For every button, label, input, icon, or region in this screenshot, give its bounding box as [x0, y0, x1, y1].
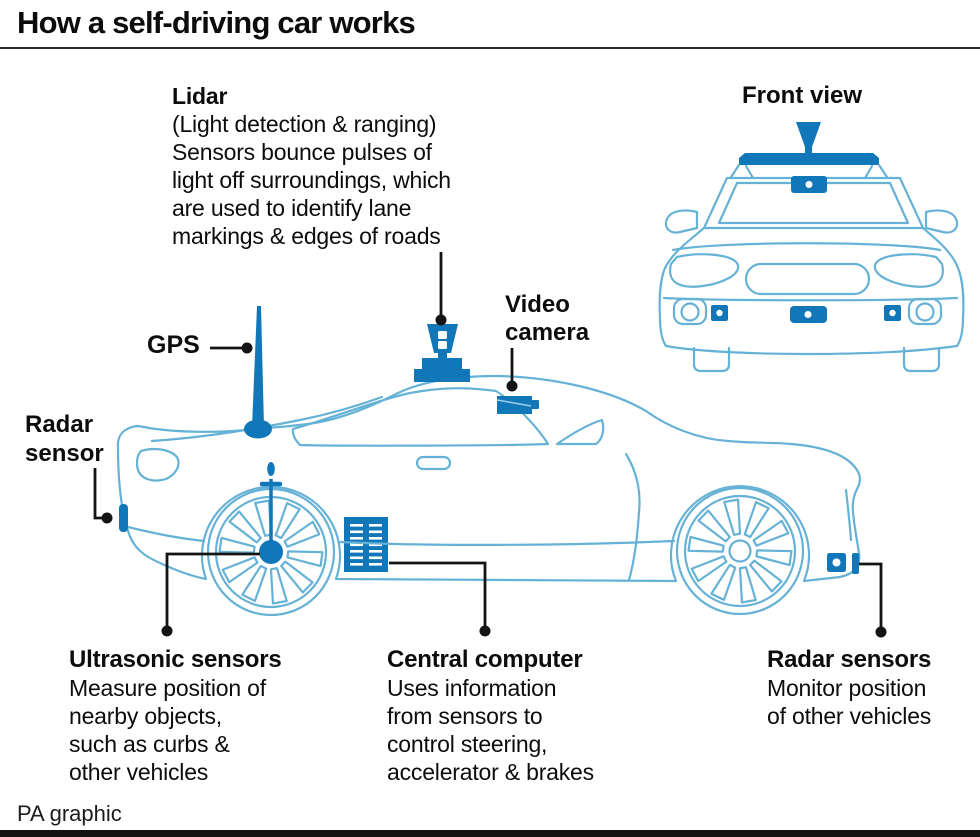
central-computer-line: control steering, [387, 731, 548, 757]
radar-rear-leader-line [859, 562, 883, 627]
front-lidar-cone-icon [796, 122, 821, 154]
radar-sensors-line: Monitor position [767, 675, 927, 701]
gps-label: GPS [147, 331, 200, 359]
front-left-headlight [669, 253, 740, 288]
radar-sensor-label-line: Radar [25, 411, 94, 438]
lidar-unit-icon [414, 324, 470, 382]
quarter-window-outline [555, 418, 605, 446]
ultrasonic-leader-dot [161, 625, 173, 637]
ultrasonic-sensors-line: such as curbs & [69, 731, 230, 757]
video-camera-icon [496, 396, 539, 414]
front-left-fog-housing [672, 297, 708, 326]
video-camera-leader-dot [506, 380, 518, 392]
radar-front-leader-line [93, 468, 102, 520]
door-cut-line [624, 452, 641, 582]
central-computer-leader-line [389, 561, 487, 626]
central-computer-leader-dot [479, 625, 491, 637]
leader-lines [93, 252, 887, 638]
video-camera-label-line: camera [505, 319, 590, 346]
front-right-fog-housing [907, 297, 943, 326]
radar-sensor-front-icon [119, 504, 128, 532]
radar-sensor-label: Radar sensor [25, 410, 104, 468]
page-title: How a self-driving car works [17, 5, 416, 40]
front-left-fog-light [680, 302, 700, 322]
radar-rear-leader-dot [875, 626, 887, 638]
lidar-label-line: markings & edges of roads [172, 223, 441, 249]
lower-body-line [126, 525, 676, 546]
lidar-label-line: (Light detection & ranging) [172, 111, 437, 137]
hood-crease-line [150, 395, 384, 443]
side-view-car-drawing [116, 306, 862, 617]
radar-sensors-line: of other vehicles [767, 703, 932, 729]
car-body-outline [116, 374, 862, 583]
radar-sensor-label-line: sensor [25, 440, 104, 467]
lidar-label-line: are used to identify lane [172, 195, 412, 221]
door-handle [415, 455, 452, 471]
ultrasonic-sensors-line: other vehicles [69, 759, 209, 785]
lidar-label-title: Lidar [172, 83, 228, 109]
title-rule [0, 47, 980, 49]
central-computer-line: accelerator & brakes [387, 759, 594, 785]
front-wheels [692, 346, 941, 373]
ultrasonic-sensors-line: nearby objects, [69, 703, 222, 729]
front-right-headlight [873, 253, 944, 288]
front-hood-line [671, 242, 942, 252]
gps-leader-dot [241, 342, 253, 354]
ultrasonic-sensors-label: Ultrasonic sensors Measure position of n… [69, 645, 282, 786]
credit-line: PA graphic [17, 801, 122, 826]
central-computer-line: Uses information [387, 675, 557, 701]
radar-sensors-label: Radar sensors Monitor position of other … [767, 645, 931, 730]
front-windshield-sensor-icon [791, 176, 827, 193]
tail-line [844, 488, 853, 542]
ultrasonic-leader-line [165, 552, 260, 626]
front-view-car-drawing [658, 122, 965, 373]
front-window-outline [291, 387, 550, 447]
rear-wheel [675, 486, 805, 616]
front-body-sides [658, 226, 965, 348]
headlight-outline [135, 447, 180, 482]
front-left-mirror-outline [664, 209, 699, 234]
front-right-mirror-outline [924, 209, 959, 234]
video-camera-label: Video camera [505, 291, 589, 347]
ultrasonic-sensors-line: Measure position of [69, 675, 266, 701]
radar-sensors-title: Radar sensors [767, 646, 932, 673]
radar-front-leader-dot [101, 512, 113, 524]
front-grille-outline [744, 262, 871, 296]
lidar-label: Lidar (Light detection & ranging) Sensor… [172, 82, 451, 250]
ultrasonic-sensor-icon [259, 462, 283, 564]
front-bumper-sensors [711, 305, 901, 323]
video-camera-label-line: Video [505, 291, 570, 318]
central-computer-label: Central computer Uses information from s… [387, 645, 594, 786]
lidar-label-line: Sensors bounce pulses of [172, 139, 432, 165]
lidar-label-line: light off surroundings, which [172, 167, 451, 193]
front-roof-rack-lines [729, 163, 889, 180]
central-computer-title: Central computer [387, 646, 583, 673]
lidar-leader-dot [435, 314, 447, 326]
front-view-label: Front view [742, 82, 863, 109]
ultrasonic-sensors-title: Ultrasonic sensors [69, 646, 282, 673]
front-right-fog-light [915, 302, 935, 322]
radar-sensor-rear-icon [827, 553, 859, 574]
front-lower-bumper [664, 344, 959, 356]
bottom-bar [0, 830, 980, 837]
gps-antenna-icon [244, 306, 272, 439]
front-roof-bar-icon [739, 153, 879, 165]
central-computer-line: from sensors to [387, 703, 543, 729]
